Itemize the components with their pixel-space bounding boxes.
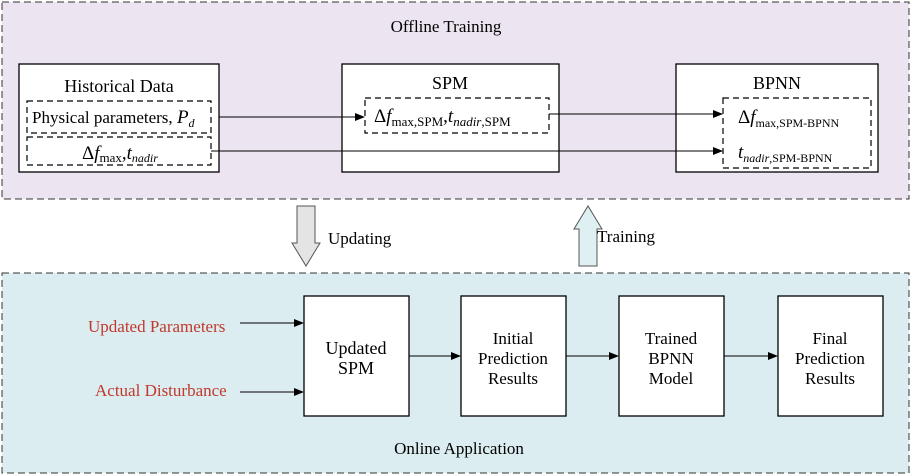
input-updated-parameters: Updated Parameters [88,317,225,336]
input-actual-disturbance: Actual Disturbance [95,381,227,400]
updated-spm-line-1: Updated [326,338,387,358]
initial-prediction-line-3: Results [488,369,538,388]
trained-bpnn-model-box [618,295,725,417]
initial-prediction-results-box [460,295,567,417]
physical-parameters-dashed-box [26,100,212,134]
historical-frequency-label: Δfmax,tnadir [82,143,158,165]
updated-spm-box [303,295,410,417]
trained-bpnn-line-3: Model [649,369,694,388]
trained-bpnn-line-1: Trained [645,329,698,348]
historical-frequency-dashed-box [26,136,212,166]
online-application-title: Online Application [394,439,524,458]
physical-parameters-label: Physical parameters, Pd [32,107,196,130]
training-up-arrow [573,205,603,267]
bpnn-output-dashed-box [722,97,872,169]
spm-title: SPM [432,73,468,93]
bpnn-time-label: tnadir,SPM-BPNN [738,142,833,165]
trained-bpnn-line-2: BPNN [648,349,693,368]
updating-down-arrow [291,205,321,267]
spm-output-dashed-box [364,97,550,134]
online-application-panel [1,272,910,474]
initial-prediction-line-1: Initial [493,329,534,348]
initial-prediction-line-2: Prediction [478,349,548,368]
bpnn-frequency-label: Δfmax,SPM-BPNN [738,107,840,130]
historical-data-title: Historical Data [64,76,173,96]
offline-training-title: Offline Training [391,17,502,36]
updated-spm-line-2: SPM [338,358,374,378]
historical-data-box [18,63,220,173]
spm-output-label: Δfmax,SPM,tnadir,SPM [374,106,511,129]
final-prediction-results-box [777,295,884,417]
final-prediction-line-3: Results [805,369,855,388]
bpnn-box [675,63,879,173]
updating-label: Updating [328,229,392,248]
final-prediction-line-1: Final [813,329,848,348]
training-label: Training [597,227,655,246]
spm-box [341,63,560,173]
bpnn-title: BPNN [753,73,801,93]
final-prediction-line-2: Prediction [795,349,865,368]
